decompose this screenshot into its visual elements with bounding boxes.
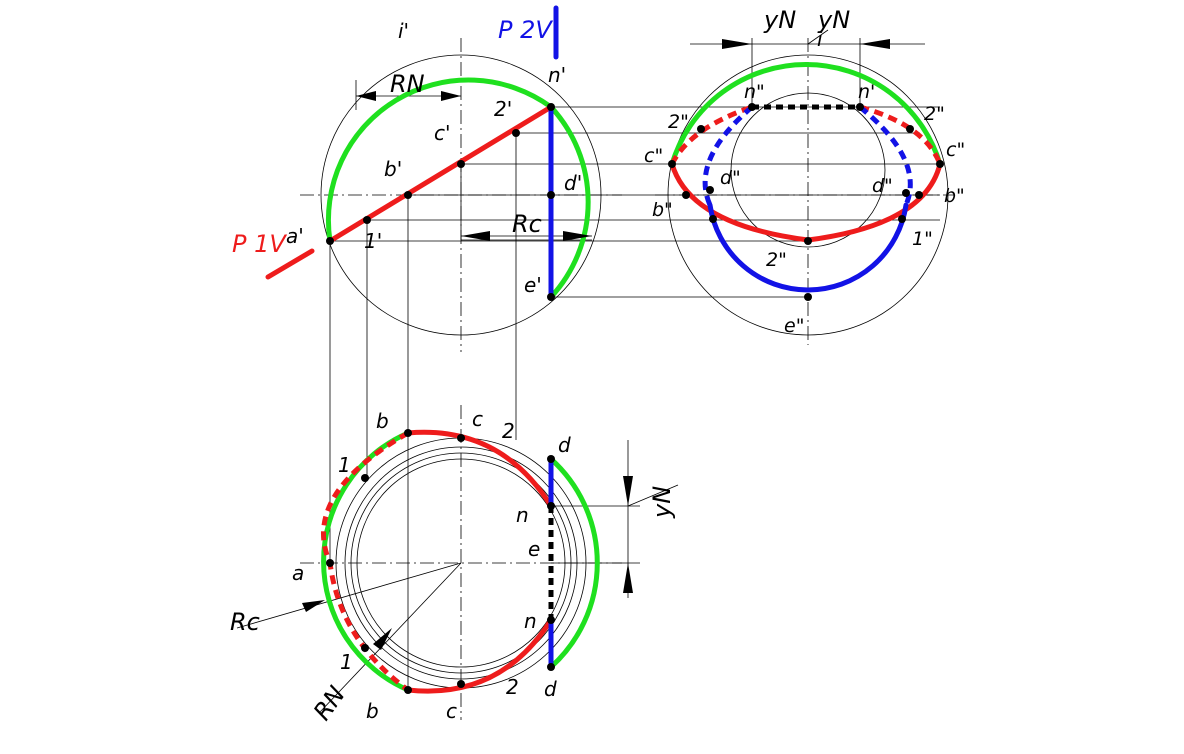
front-points: [326, 103, 555, 301]
profile-blue-visible: [707, 202, 909, 293]
label-d-bottom: d: [544, 677, 557, 701]
label-d-top: d: [558, 433, 571, 457]
label-2-top: 2: [502, 419, 515, 443]
label-1-bottom: 1: [340, 650, 353, 674]
yn-label-profile-left: yN: [763, 6, 796, 34]
front-green-outline: [325, 77, 554, 244]
top-red-outline-lower: [405, 617, 554, 694]
label-2-front: 2': [494, 97, 512, 121]
label-b-top: b: [376, 409, 389, 433]
label-e-front: e': [524, 273, 542, 297]
profile-view: [668, 62, 944, 301]
label-b-profile-right: b": [944, 185, 965, 207]
dimension-arrows: [302, 39, 890, 650]
rc-label-front: Rc: [512, 210, 542, 238]
profile-axis-label: i: [817, 27, 823, 51]
label-d-profile-right: d": [872, 175, 893, 197]
plane-p1-extension: [265, 248, 315, 280]
rn-label-front: RN: [390, 70, 425, 98]
label-b-bottom: b: [366, 699, 379, 723]
plane-p2v-label: P 2V: [498, 16, 553, 44]
profile-points: [668, 103, 944, 301]
label-n-top: n: [516, 503, 529, 527]
label-c-profile-left: c": [644, 145, 663, 167]
top-view: [320, 429, 600, 694]
label-2-profile-left: 2": [668, 111, 689, 133]
rn-label-top: RN: [308, 681, 351, 725]
label-b-profile-left: b": [652, 199, 673, 221]
label-e-profile: e": [784, 315, 804, 337]
profile-red-hidden-right: [859, 104, 943, 165]
top-red-outline-upper: [405, 429, 554, 509]
label-n-front: n': [548, 63, 566, 87]
profile-red-hidden: [669, 104, 753, 166]
label-1-profile: 1": [912, 228, 933, 250]
label-b-front: b': [384, 157, 402, 181]
profile-green-outline: [669, 62, 943, 167]
label-a-front: a': [286, 224, 304, 248]
label-c-front: c': [434, 121, 451, 145]
top-green-outline-right-upper: [548, 456, 600, 670]
label-a-top: a: [292, 561, 304, 585]
front-view: [265, 5, 591, 301]
top-points: [326, 429, 555, 694]
label-2-profile-right: 2": [924, 103, 945, 125]
label-n-profile-right: n': [858, 81, 875, 103]
label-c-profile-right: c": [946, 139, 965, 161]
label-1-top: 1: [338, 453, 351, 477]
label-2-profile-bottom: 2": [766, 249, 787, 271]
rc-label-top: Rc: [230, 608, 260, 636]
plane-p1v-label: P 1V: [232, 230, 287, 258]
label-c-bottom: c: [446, 699, 457, 723]
label-d-profile-left: d": [720, 167, 741, 189]
labels: i' P 2V P 1V RN Rc a' 1' b' c' 2' n' d' …: [230, 6, 965, 725]
profile-blue-hidden: [702, 105, 754, 207]
label-n-profile-left: n": [744, 81, 765, 103]
yn-label-profile-right: yN: [817, 6, 850, 34]
label-e-top: e: [528, 537, 540, 561]
front-green-outline-right: [548, 104, 591, 300]
label-c-top: c: [472, 407, 483, 431]
label-2-bottom: 2: [506, 675, 519, 699]
axis-label: i': [398, 19, 409, 43]
construction-lines: [236, 29, 955, 720]
label-d-front: d': [564, 171, 582, 195]
yn-label-top: yN: [648, 486, 676, 519]
label-n-bottom: n: [524, 609, 537, 633]
label-1-front: 1': [364, 229, 382, 253]
